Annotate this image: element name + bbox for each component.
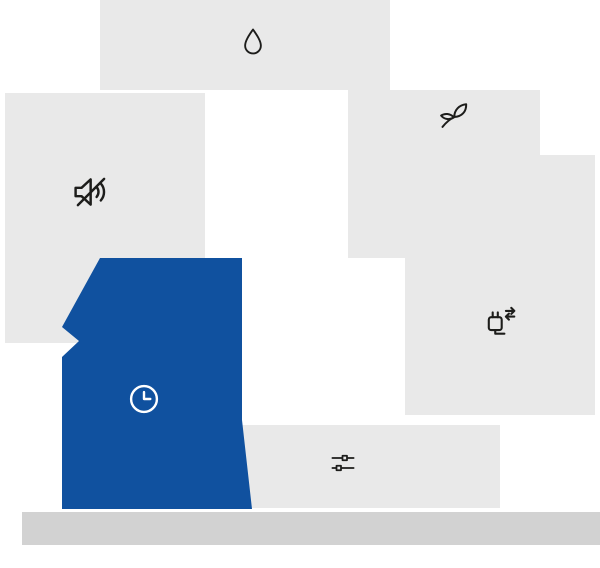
tile-water[interactable] [100, 0, 390, 90]
tile-power[interactable] [405, 155, 595, 415]
water-drop-icon [244, 28, 262, 55]
bottom-bar [22, 512, 600, 545]
plug-swap-icon [487, 306, 516, 335]
speaker-muted-icon [74, 177, 106, 207]
banner-shape [62, 258, 252, 509]
time-banner[interactable] [60, 258, 255, 509]
clock-icon [129, 384, 159, 414]
tile-settings[interactable] [210, 425, 500, 508]
sliders-icon [331, 454, 355, 472]
leaves-icon [440, 103, 468, 128]
